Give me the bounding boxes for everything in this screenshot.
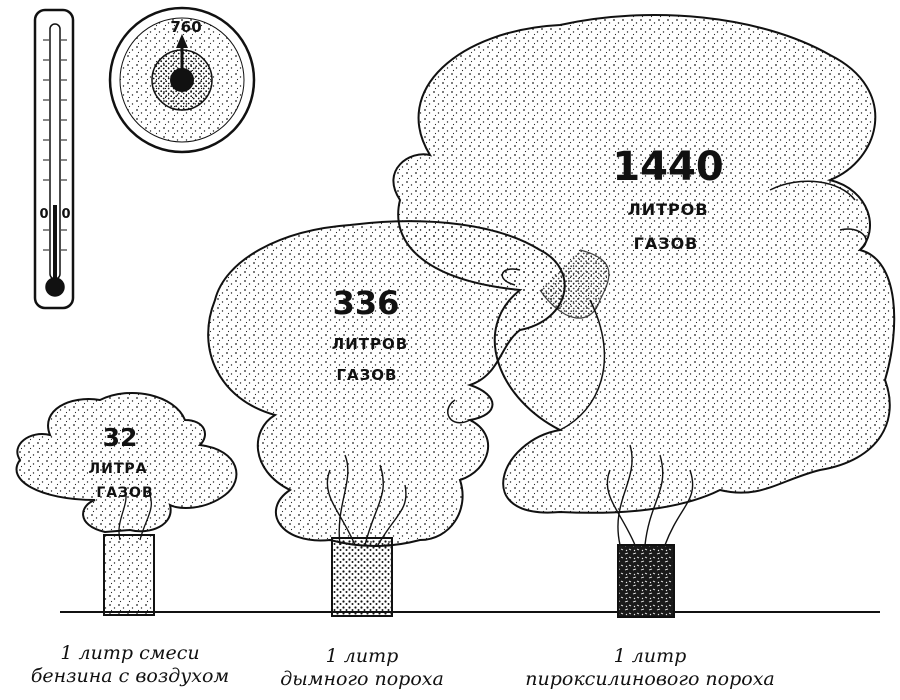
cylinder-pyroxylin — [617, 544, 675, 618]
thermometer-reading-right: 0 — [61, 207, 70, 222]
cloud-medium-amount: 336 — [333, 284, 400, 322]
cloud-small-unit-line1: ЛИТРА — [89, 461, 148, 477]
caption-gasoline-line2: бензина с воздухом — [30, 665, 230, 687]
cylinder-gasoline — [103, 534, 155, 616]
caption-pyroxylin: 1 литр пироксилинового пороха — [515, 645, 785, 691]
caption-black-powder-line2: дымного пороха — [280, 668, 444, 690]
barometer-reading: 760 — [170, 18, 201, 36]
cloud-medium — [207, 220, 566, 547]
caption-black-powder: 1 литр дымного пороха — [262, 645, 462, 691]
cloud-small-amount: 32 — [103, 423, 138, 452]
caption-gasoline-line1: 1 литр смеси — [60, 642, 200, 664]
thermometer-icon: 0 0 — [33, 8, 75, 310]
cloud-large-amount: 1440 — [612, 144, 723, 190]
cylinder-black-powder — [331, 537, 393, 617]
barometer-icon: 760 — [108, 6, 256, 154]
caption-pyroxylin-line2: пироксилинового пороха — [525, 668, 775, 690]
cloud-large-unit-line2: ГАЗОВ — [634, 234, 699, 253]
thermometer-reading-left: 0 — [39, 207, 48, 222]
cloud-large-unit-line1: ЛИТРОВ — [627, 200, 708, 219]
caption-black-powder-line1: 1 литр — [325, 645, 399, 667]
cloud-small-unit-line2: ГАЗОВ — [96, 485, 153, 501]
caption-gasoline: 1 литр смеси бензина с воздухом — [20, 642, 240, 688]
caption-pyroxylin-line1: 1 литр — [613, 645, 687, 667]
cloud-medium-unit-line1: ЛИТРОВ — [332, 335, 408, 353]
cloud-medium-unit-line2: ГАЗОВ — [336, 366, 397, 384]
